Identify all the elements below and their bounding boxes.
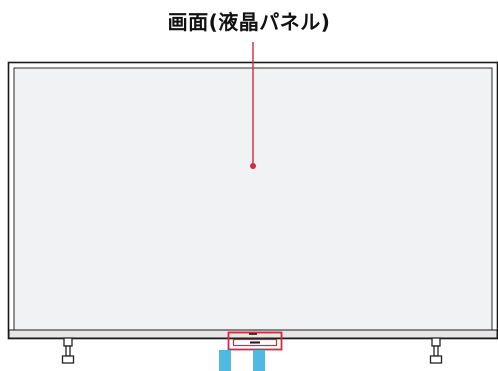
highlight-inner-mark [250, 341, 260, 344]
cable-left [219, 350, 231, 371]
indicator-mark [249, 333, 257, 335]
cable-right [253, 350, 265, 371]
right-stand-foot [429, 337, 443, 364]
highlight-box [227, 331, 283, 351]
left-stand-foot [61, 337, 75, 364]
screen-callout-label: 画面(液晶パネル) [167, 10, 331, 34]
callout-dot [250, 163, 256, 169]
